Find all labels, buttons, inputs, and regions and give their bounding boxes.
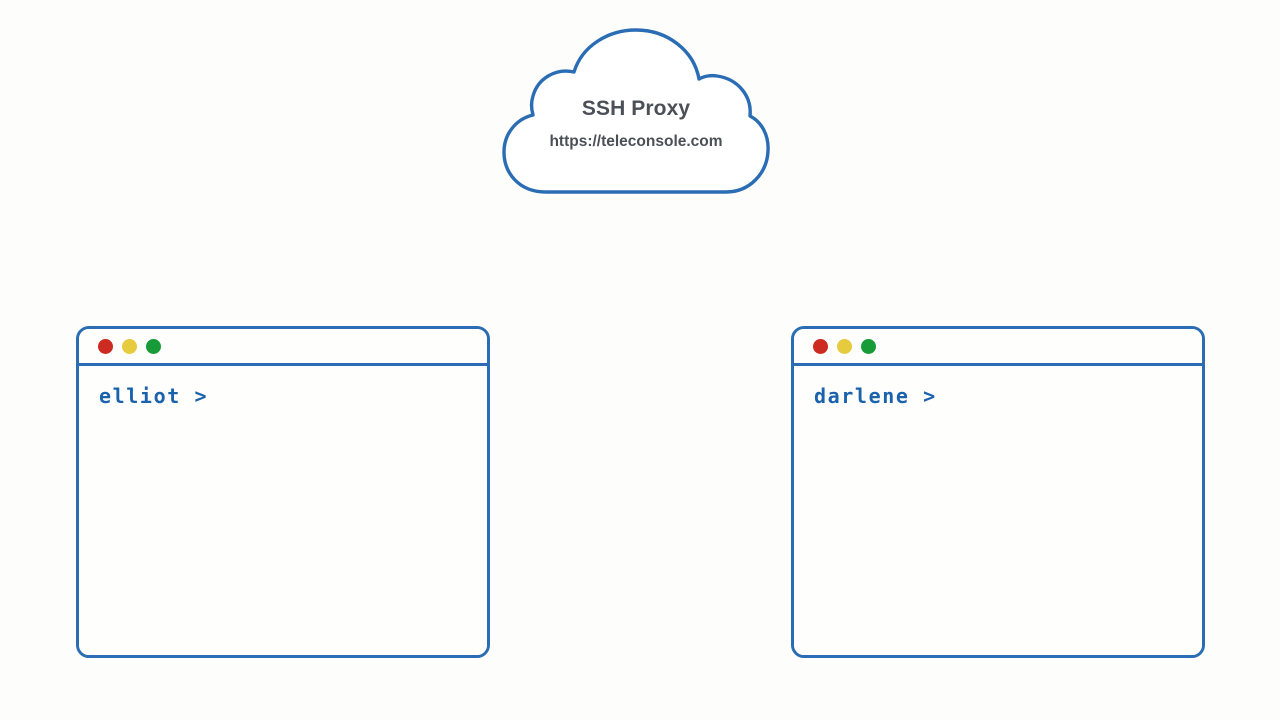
darlene-prompt: darlene > bbox=[814, 384, 937, 408]
elliot-terminal[interactable]: elliot > bbox=[76, 326, 490, 658]
darlene-terminal-body[interactable]: darlene > bbox=[794, 366, 1202, 655]
elliot-traffic-lights bbox=[98, 338, 161, 354]
elliot-prompt: elliot > bbox=[99, 384, 209, 408]
cloud-shape-icon bbox=[502, 28, 770, 194]
elliot-terminal-titlebar bbox=[79, 329, 487, 366]
elliot-terminal-output-area bbox=[99, 408, 487, 648]
elliot-terminal-body[interactable]: elliot > bbox=[79, 366, 487, 655]
maximize-dot-icon[interactable] bbox=[861, 338, 876, 354]
darlene-terminal[interactable]: darlene > bbox=[791, 326, 1205, 658]
darlene-terminal-output-area bbox=[814, 408, 1202, 648]
minimize-dot-icon[interactable] bbox=[122, 338, 137, 354]
close-dot-icon[interactable] bbox=[98, 338, 113, 354]
darlene-traffic-lights bbox=[813, 338, 876, 354]
maximize-dot-icon[interactable] bbox=[146, 338, 161, 354]
darlene-terminal-titlebar bbox=[794, 329, 1202, 366]
minimize-dot-icon[interactable] bbox=[837, 338, 852, 354]
ssh-proxy-cloud: SSH Proxy https://teleconsole.com bbox=[498, 24, 774, 202]
close-dot-icon[interactable] bbox=[813, 338, 828, 354]
